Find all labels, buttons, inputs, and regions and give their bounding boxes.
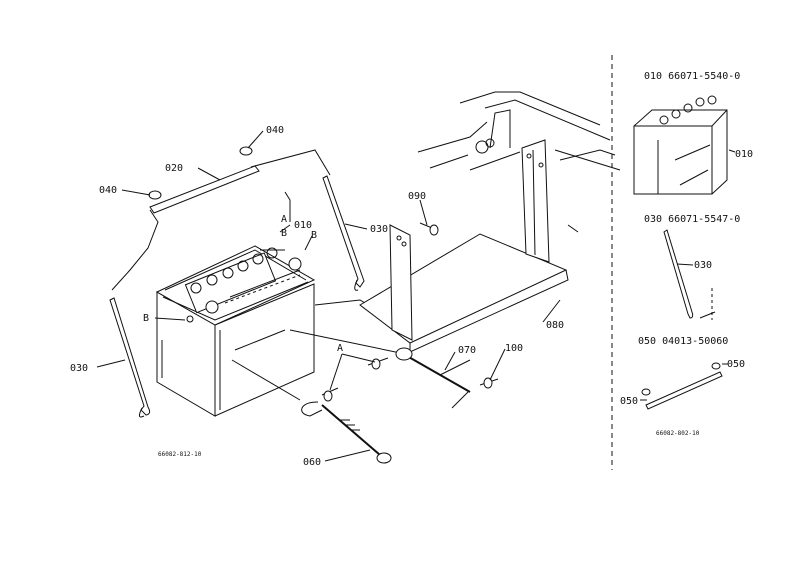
- j-bolt-icon: [109, 175, 365, 418]
- inset-line-030: 030 66071-5547-0: [644, 214, 740, 225]
- bolt-090-icon: [419, 222, 439, 236]
- inset-callout-010: 010: [735, 149, 753, 160]
- inset-callout-030: 030: [694, 260, 712, 271]
- label-a-mid: A: [337, 343, 343, 354]
- terminal-bolts-icon: [321, 357, 499, 402]
- hold-down-bar-icon: [148, 146, 260, 214]
- label-b-right: B: [311, 230, 317, 241]
- label-030-left: 030: [70, 363, 88, 374]
- inset-line-010: 010 66071-5540-0: [644, 71, 740, 82]
- label-090: 090: [408, 191, 426, 202]
- figure-code-right: 66082-802-10: [656, 430, 700, 437]
- chassis-frame: [417, 91, 621, 233]
- inset-panel: 010 66071-5540-0 010 030 66071-5547-0 03…: [620, 71, 753, 437]
- callout-labels: 040 020 040 A 010 B B 030 090 B 080 A 07…: [70, 125, 564, 468]
- inset-line-050: 050 04013-50060: [638, 336, 728, 347]
- label-020: 020: [165, 163, 183, 174]
- label-070: 070: [458, 345, 476, 356]
- label-040-left: 040: [99, 185, 117, 196]
- label-b-left: B: [143, 313, 149, 324]
- label-040-top: 040: [266, 125, 284, 136]
- battery-tray-icon: [359, 139, 569, 353]
- battery-icon: [155, 245, 316, 417]
- ground-cable-icon: [301, 401, 392, 464]
- inset-battery-icon: [633, 95, 736, 195]
- figure-code-left: 66082-812-10: [158, 451, 202, 458]
- label-a-top: A: [281, 214, 287, 225]
- label-080: 080: [546, 320, 564, 331]
- leader-lines: [96, 130, 561, 462]
- positive-cable-icon: [395, 347, 471, 409]
- inset-bar-icon: [640, 362, 728, 410]
- inset-rod-icon: [663, 229, 716, 320]
- inset-callout-050-right: 050: [727, 359, 745, 370]
- label-030-mid: 030: [370, 224, 388, 235]
- label-b-top: B: [281, 228, 287, 239]
- label-100: 100: [505, 343, 523, 354]
- inset-callout-050-left: 050: [620, 396, 638, 407]
- label-060: 060: [303, 457, 321, 468]
- label-010: 010: [294, 220, 312, 231]
